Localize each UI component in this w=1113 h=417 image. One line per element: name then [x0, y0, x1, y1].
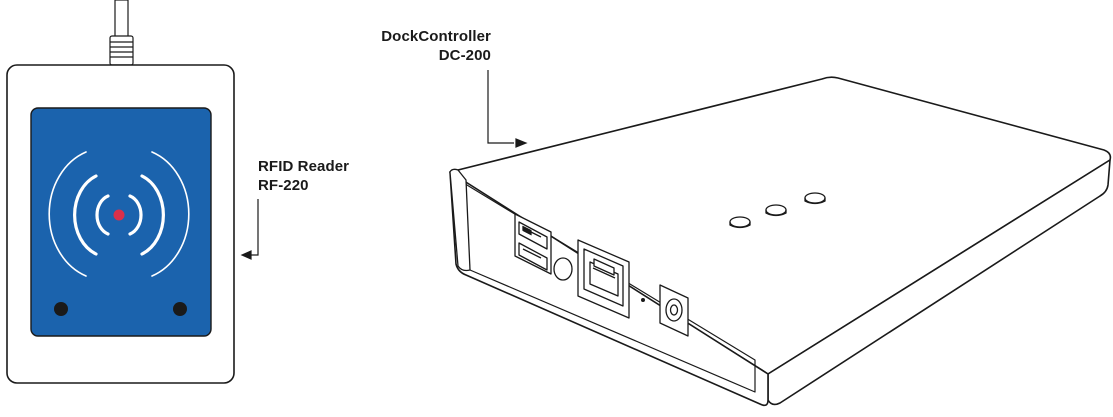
rfid-reader-name: RFID Reader: [258, 158, 350, 175]
dock-controller-name: DockController: [381, 28, 491, 45]
rfid-reader-label: RFID Reader RF-220: [258, 157, 349, 195]
dock-controller-label: DockController DC-200: [381, 27, 491, 65]
rfid-reader-model: RF-220: [258, 177, 309, 194]
status-led: [113, 209, 125, 221]
dock-controller: [449, 76, 1112, 407]
power-button: [553, 257, 573, 281]
rfid-reader: [6, 0, 259, 384]
usb-cable: [109, 0, 134, 66]
screw-left: [54, 302, 68, 316]
screw-right: [173, 302, 187, 316]
rfid-signal-icon: [73, 174, 165, 256]
ethernet-port: [577, 239, 630, 319]
usb-ports: [514, 213, 552, 275]
reader-pad: [30, 107, 212, 337]
dock-right-face: [767, 159, 1111, 406]
dock-leader-arrow: [487, 70, 528, 148]
top-buttons: [729, 192, 826, 229]
dock-left-lip: [449, 168, 471, 272]
reset-pinhole: [641, 298, 645, 302]
dc-power-jack: [659, 284, 689, 337]
top-button-1: [804, 192, 826, 204]
rfid-outer-arcs: [48, 151, 190, 277]
rfid-leader-arrow: [240, 199, 259, 260]
top-button-2: [765, 204, 787, 216]
top-button-3: [729, 216, 751, 228]
dock-controller-model: DC-200: [438, 47, 491, 64]
